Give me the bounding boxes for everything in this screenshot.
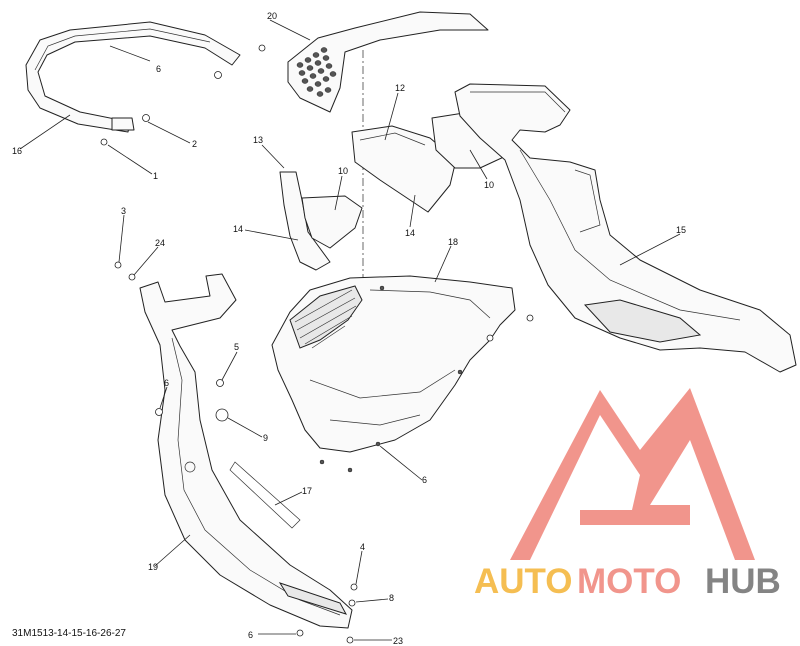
callout-6-bottom: 6 — [248, 630, 253, 640]
callout-6-left: 6 — [164, 378, 169, 388]
callout-2: 2 — [192, 139, 197, 149]
leader-lines — [19, 19, 681, 641]
callout-9: 9 — [263, 433, 268, 443]
automotohub-logo: AUTO MOTO HUB — [474, 388, 781, 601]
callout-13: 13 — [253, 135, 263, 145]
callout-8: 8 — [389, 593, 394, 603]
callout-labels: 6 2 1 16 20 12 13 10 10 14 14 15 18 3 24… — [12, 11, 686, 646]
callout-5: 5 — [234, 342, 239, 352]
part-13-deflector — [279, 171, 331, 271]
part-16-bumper-bar — [25, 21, 241, 133]
callout-19: 19 — [148, 562, 158, 572]
callout-15: 15 — [676, 225, 686, 235]
callout-3: 3 — [121, 206, 126, 216]
part-10-left-bracket — [301, 195, 363, 249]
callout-14-left: 14 — [233, 224, 243, 234]
part-15-side-panel — [454, 83, 797, 373]
logo-triangle-mark — [510, 388, 755, 560]
logo-word-auto: AUTO — [474, 562, 573, 601]
callout-23: 23 — [393, 636, 403, 646]
callout-6-center: 6 — [422, 475, 427, 485]
logo-word-hub: HUB — [705, 562, 781, 601]
fasteners — [100, 44, 534, 644]
callout-14-right: 14 — [405, 228, 415, 238]
callout-24: 24 — [155, 238, 165, 248]
callout-16: 16 — [12, 146, 22, 156]
callout-1: 1 — [153, 171, 158, 181]
part-12-side-panel — [351, 125, 457, 213]
part-20-vent-panel — [287, 11, 489, 113]
callout-12: 12 — [395, 83, 405, 93]
callout-6: 6 — [156, 64, 161, 74]
part-18-front-panel — [271, 275, 516, 473]
callout-20: 20 — [267, 11, 277, 21]
logo-word-moto: MOTO — [577, 562, 681, 601]
callout-10-right: 10 — [484, 180, 494, 190]
callout-18: 18 — [448, 237, 458, 247]
callout-10-left: 10 — [338, 166, 348, 176]
part-19-lower-panel — [139, 273, 353, 629]
callout-4: 4 — [360, 542, 365, 552]
diagram-caption: 31M1513-14-15-16-26-27 — [12, 628, 126, 639]
callout-17: 17 — [302, 486, 312, 496]
